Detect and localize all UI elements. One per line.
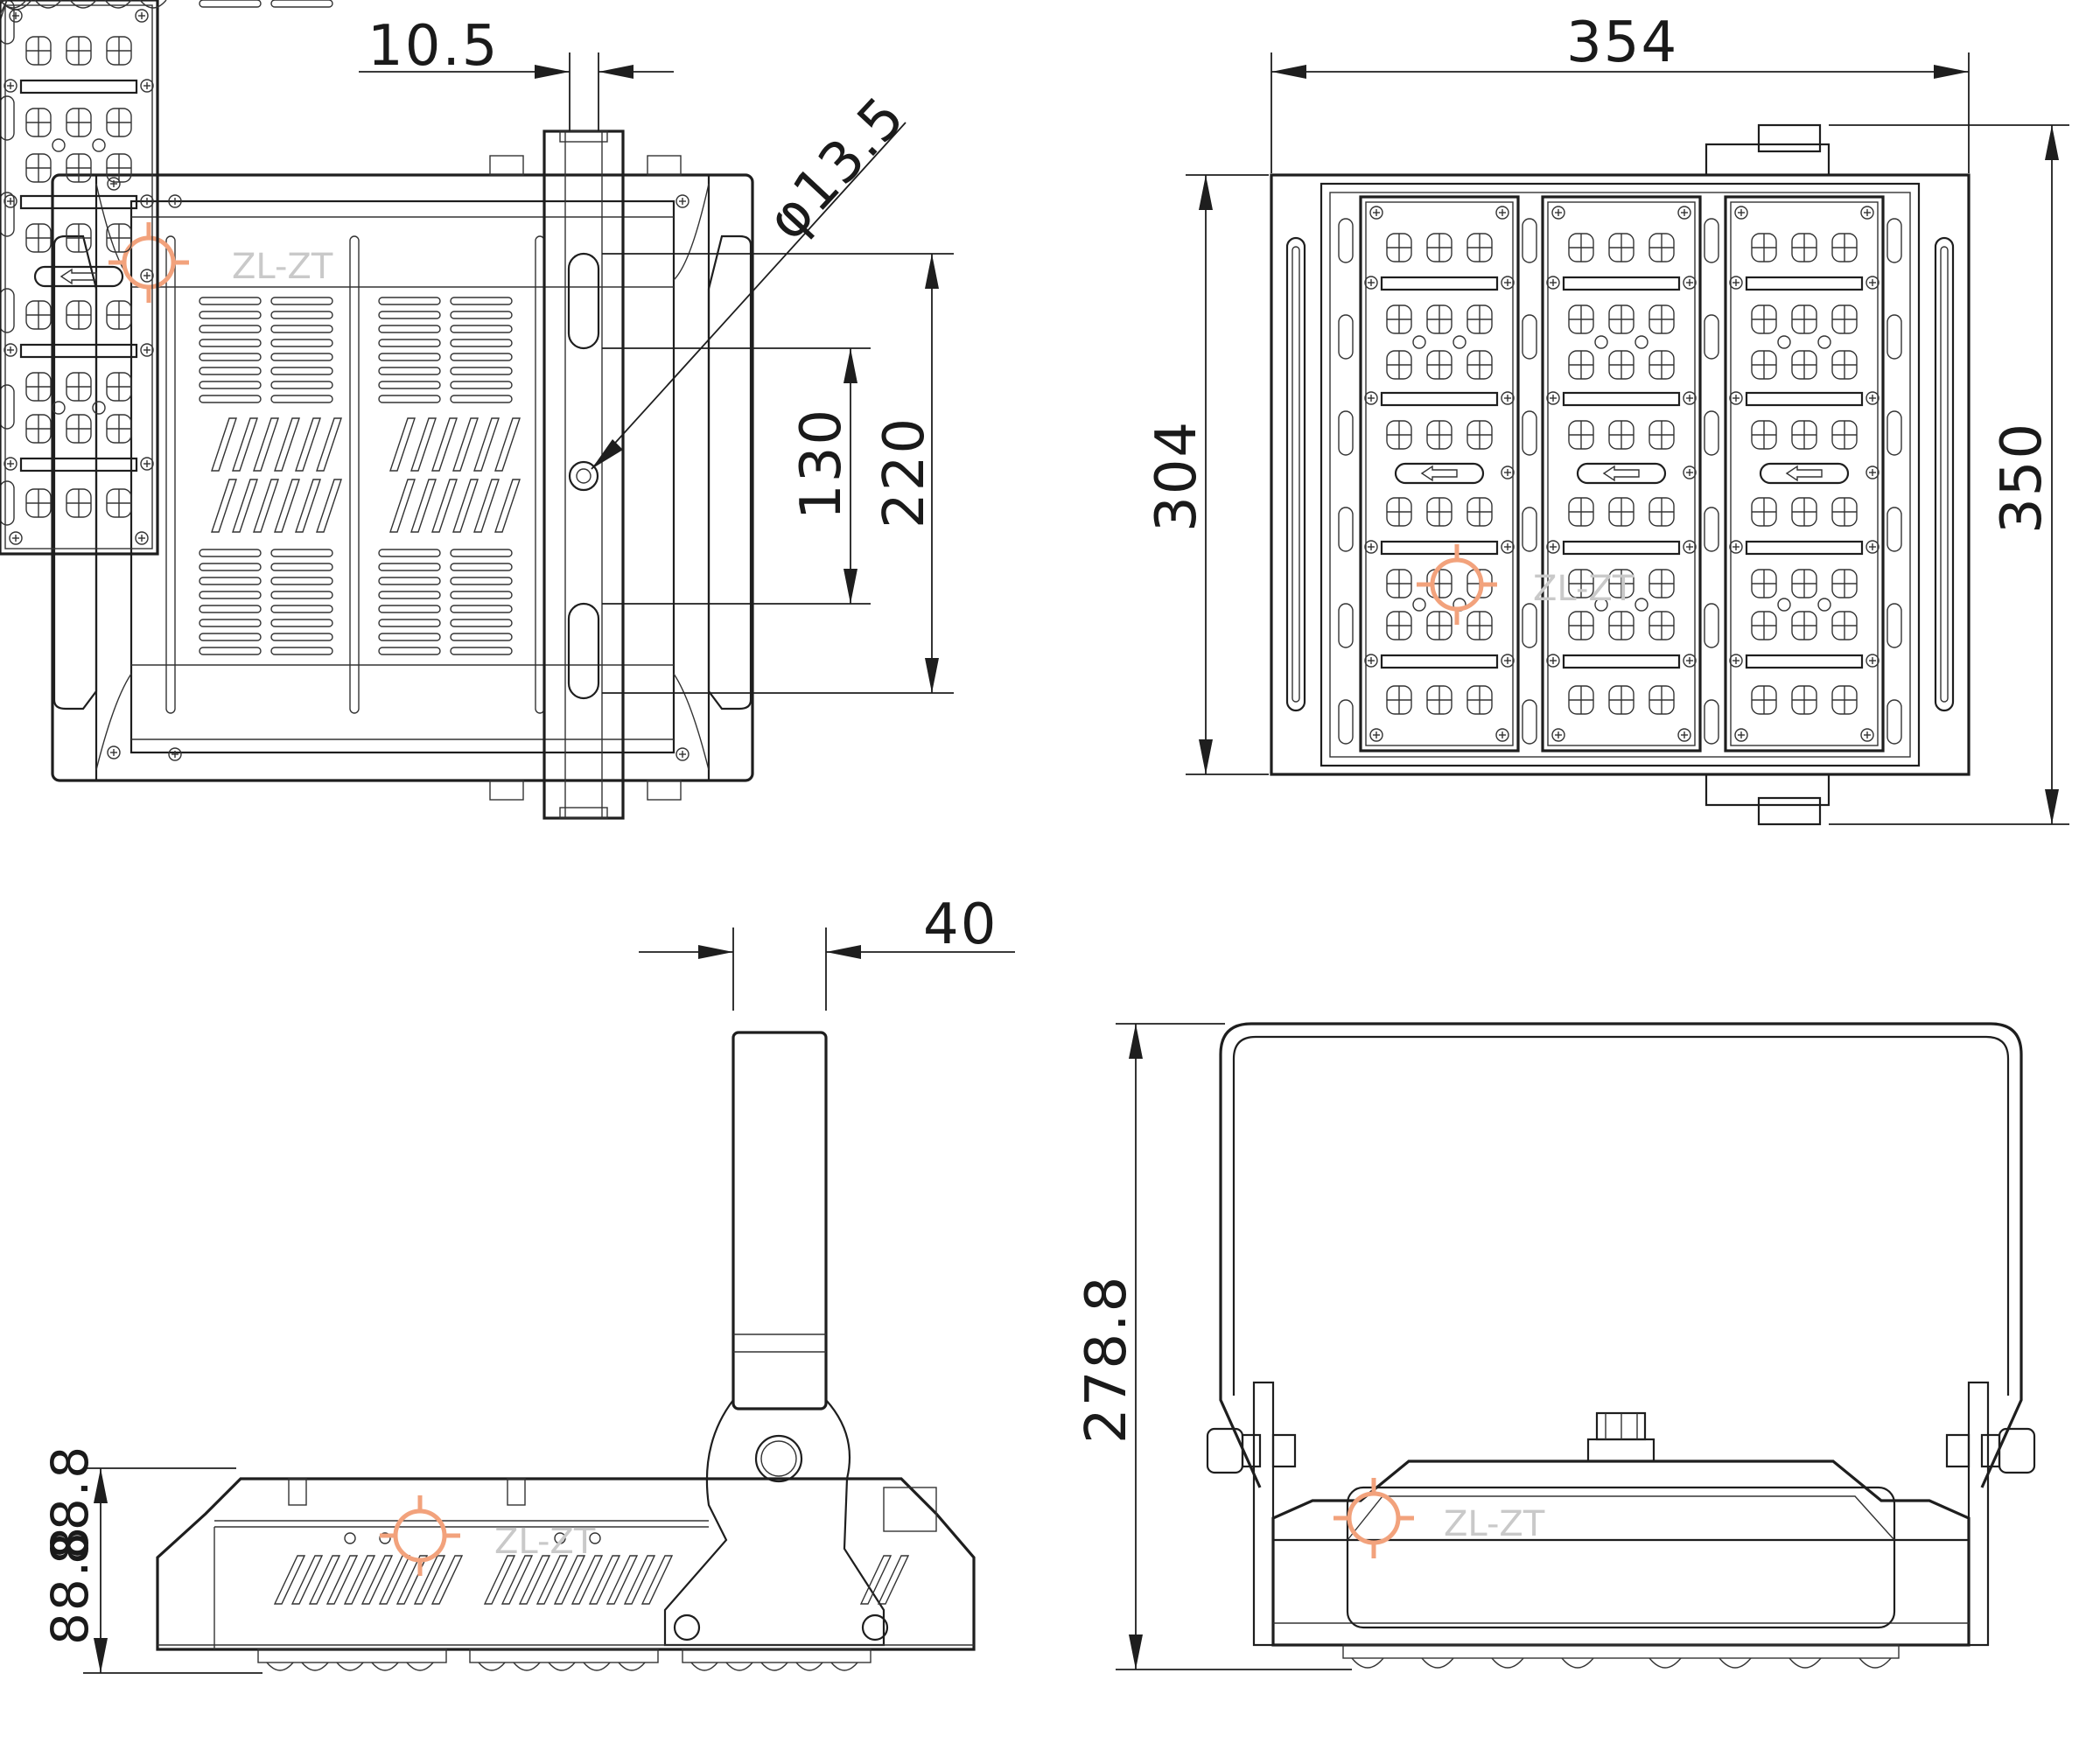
dim-overall-height: 350 bbox=[1990, 422, 2054, 534]
watermark-text-2: ZL-ZT bbox=[1533, 569, 1634, 609]
watermark-text-3: ZL-ZT bbox=[494, 1522, 596, 1562]
end-view: 278.8 ZL-ZT bbox=[0, 0, 2036, 1670]
u-bracket bbox=[1219, 1022, 2023, 1488]
back-view: 10.5 φ13.5 130 220 ZL-ZT bbox=[0, 0, 954, 820]
upper-slot bbox=[567, 252, 600, 350]
side-bracket-arm bbox=[732, 1031, 828, 1410]
dim-end-overall-height: 278.8 bbox=[1074, 1275, 1139, 1444]
dim-body-height-a: 88.8 bbox=[40, 1445, 100, 1564]
dim-body-height-b: 88.8 bbox=[40, 1525, 100, 1645]
dim-slot-width: 10.5 bbox=[368, 14, 500, 79]
side-body bbox=[156, 1477, 976, 1651]
dim-bracket-width: 40 bbox=[923, 892, 998, 957]
left-handle bbox=[52, 234, 98, 710]
dim-slot-spacing: 130 bbox=[789, 408, 854, 520]
dim-slot-outer: 220 bbox=[872, 416, 937, 528]
dim-body-height: 304 bbox=[1144, 420, 1209, 532]
side-view: 40 88.8 88.8 ZL-ZT bbox=[0, 0, 1015, 1674]
dim-width: 354 bbox=[1566, 10, 1678, 75]
right-handle bbox=[707, 234, 752, 710]
front-body-outline bbox=[1270, 173, 1970, 776]
watermark-text-4: ZL-ZT bbox=[1444, 1504, 1545, 1544]
dim-hole-diameter: φ13.5 bbox=[755, 84, 919, 253]
front-view: 354 304 350 ZL-ZT bbox=[0, 0, 2069, 826]
mounting-bracket bbox=[542, 130, 625, 820]
watermark-text: ZL-ZT bbox=[232, 247, 333, 287]
end-body bbox=[1271, 1460, 1970, 1647]
lower-slot bbox=[567, 602, 600, 700]
